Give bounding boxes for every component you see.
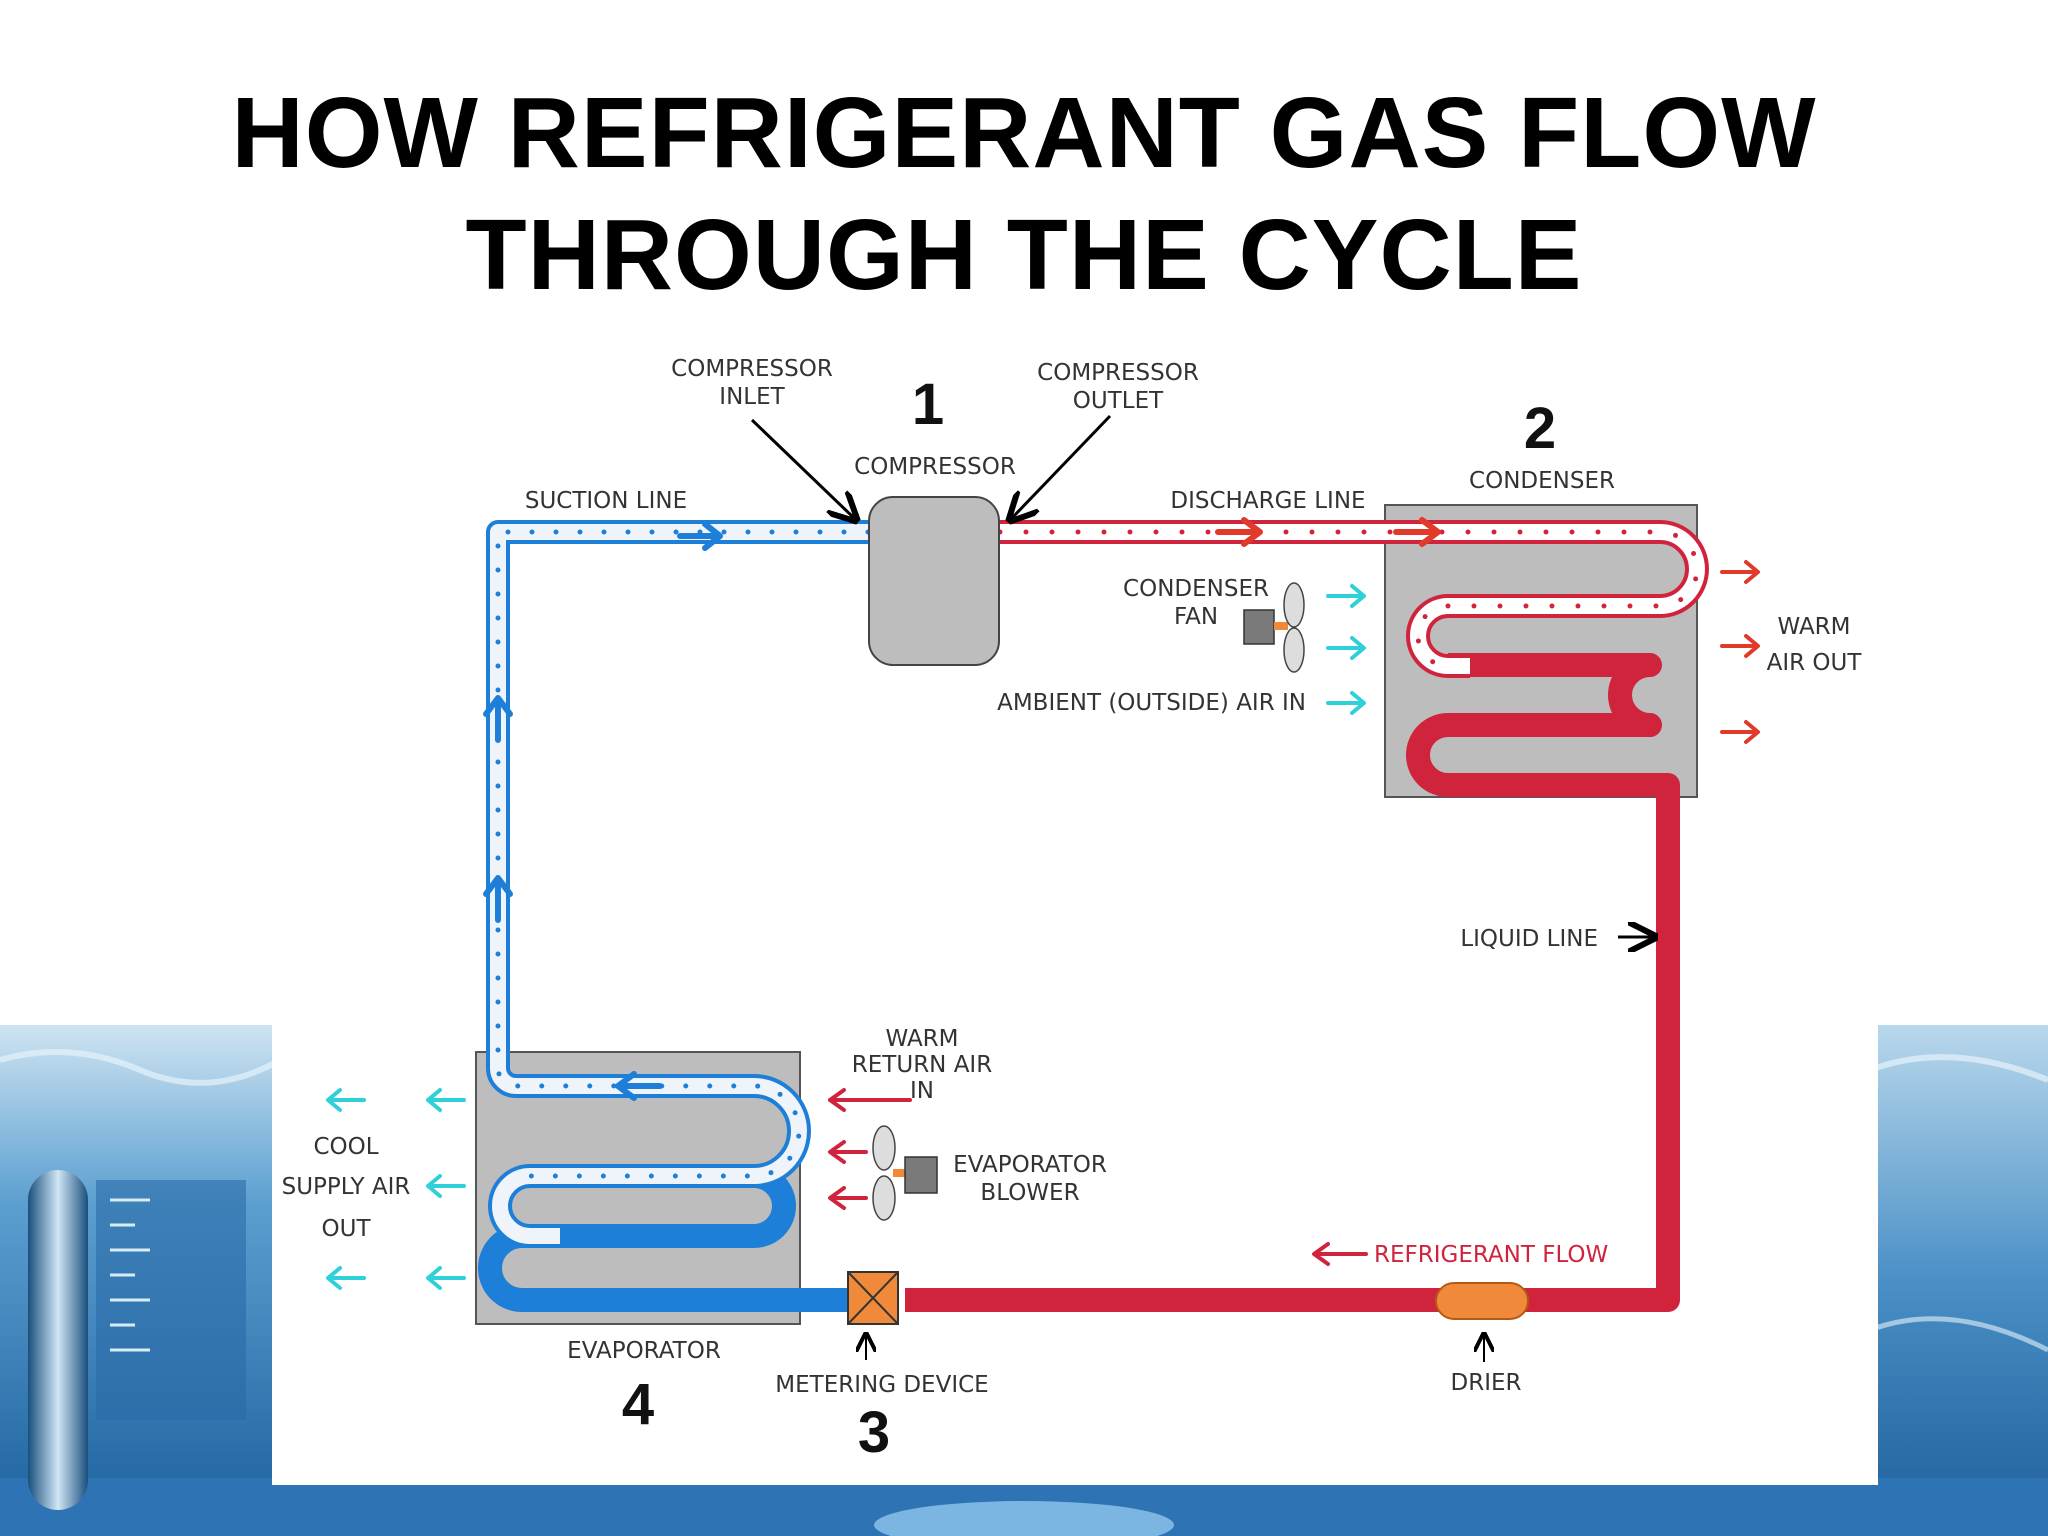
step-number-condenser: 2 — [1524, 396, 1556, 461]
warm-return-air-label: WARM — [885, 1026, 958, 1052]
cool-supply-air-label-3: OUT — [322, 1216, 372, 1242]
discharge-line-pipe — [997, 520, 1709, 678]
metering-device-label: METERING DEVICE — [775, 1372, 988, 1398]
warm-return-air-arrows — [828, 1088, 912, 1210]
suction-line-pipe — [486, 520, 871, 1248]
cool-supply-air-label-2: SUPPLY AIR — [282, 1174, 411, 1200]
step-number-metering-device: 3 — [858, 1400, 890, 1465]
compressor-outlet-label-2: OUTLET — [1073, 388, 1164, 414]
flow-arrows — [483, 517, 1441, 1101]
warm-air-out-label-2: AIR OUT — [1767, 650, 1863, 676]
compressor-body — [868, 496, 1000, 666]
liquid-line-pipe — [905, 653, 1680, 1312]
warm-air-out-arrows — [1720, 560, 1760, 744]
condenser-fan-icon — [1243, 582, 1305, 673]
warm-return-air-label-2: RETURN AIR — [852, 1052, 992, 1078]
ambient-air-in-label: AMBIENT (OUTSIDE) AIR IN — [997, 690, 1306, 716]
condenser-label: CONDENSER — [1469, 468, 1615, 494]
drier-label: DRIER — [1451, 1370, 1522, 1396]
warm-return-air-label-3: IN — [910, 1078, 934, 1104]
evaporator-blower-label: EVAPORATOR — [953, 1152, 1107, 1178]
discharge-line-label: DISCHARGE LINE — [1170, 488, 1365, 514]
refrigerant-flow-label: REFRIGERANT FLOW — [1374, 1242, 1608, 1268]
compressor-label: COMPRESSOR — [854, 454, 1016, 480]
slide-title-line-1: HOW REFRIGERANT GAS FLOW — [231, 77, 1817, 189]
ambient-air-arrows — [1326, 584, 1366, 715]
pointer-arrows — [750, 414, 1652, 1362]
suction-line-label: SUCTION LINE — [525, 488, 687, 514]
evaporator-blower-label-2: BLOWER — [980, 1180, 1079, 1206]
compressor-inlet-label-2: INLET — [719, 384, 785, 410]
evaporator-blower-icon — [872, 1125, 938, 1221]
compressor-inlet-label: COMPRESSOR — [671, 356, 833, 382]
step-number-compressor: 1 — [912, 372, 944, 437]
compressor-outlet-label: COMPRESSOR — [1037, 360, 1199, 386]
condenser-fan-label-2: FAN — [1174, 604, 1218, 630]
cool-supply-air-label: COOL — [313, 1134, 378, 1160]
slide-title-line-2: THROUGH THE CYCLE — [465, 199, 1583, 311]
liquid-line-label: LIQUID LINE — [1460, 926, 1598, 952]
step-number-evaporator: 4 — [622, 1372, 654, 1437]
evaporator-label: EVAPORATOR — [567, 1338, 721, 1364]
refrigerant-flow-arrow — [1312, 1242, 1368, 1266]
metering-device — [847, 1271, 899, 1325]
cool-supply-air-arrows — [326, 1088, 466, 1290]
drier — [1435, 1282, 1529, 1320]
condenser-fan-label: CONDENSER — [1123, 576, 1269, 602]
warm-air-out-label: WARM — [1777, 614, 1850, 640]
